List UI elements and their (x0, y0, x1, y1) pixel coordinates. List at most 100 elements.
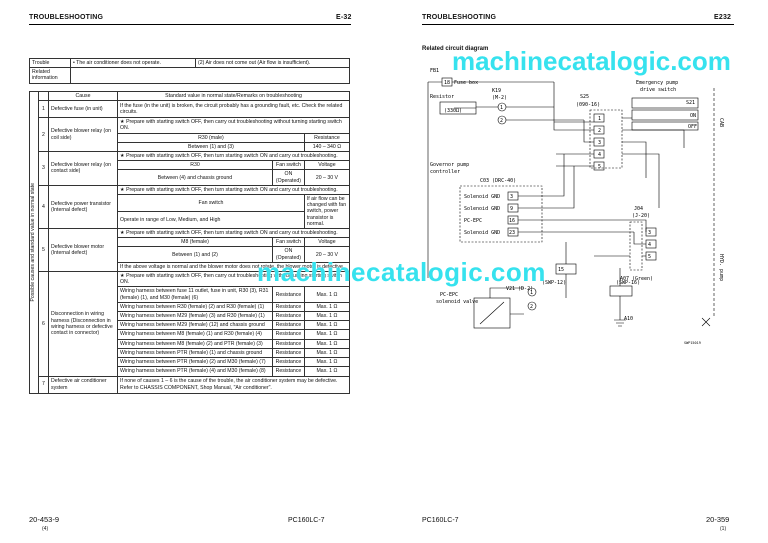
off-label: OFF (688, 124, 697, 130)
cause-no: 5 (38, 228, 49, 273)
cell: Max. 1 Ω (303, 366, 351, 377)
cause-remark: If none of causes 1 – 6 is the cause of … (117, 375, 350, 394)
s25-label: S25 (580, 94, 589, 100)
cause-remark: ★ Prepare with starting switch OFF, then… (117, 228, 350, 239)
fuse-box-label: Fuse box (454, 80, 478, 86)
pcepc-valve-label-2: solenoid valve (436, 299, 478, 305)
v21-label: V21 (D-2) (506, 286, 533, 292)
cell: Max. 1 Ω (303, 338, 351, 349)
cause-remark: ★ Prepare with starting switch OFF, then… (117, 184, 350, 196)
cell: 140 – 340 Ω (303, 141, 351, 153)
section-title: Related circuit diagram (422, 46, 489, 52)
cell: ON (Operated) (272, 169, 305, 186)
cell: Wiring harness between fuse 11 outlet, f… (117, 286, 273, 303)
emergency-label-2: drive switch (640, 87, 676, 93)
col-cause: Cause (48, 90, 118, 102)
resistor-value: (330Ω) (444, 108, 462, 114)
diagram-ref: SWP15019 (684, 341, 701, 345)
pin-label: 3 (598, 140, 601, 146)
cell: Resistance (272, 311, 305, 322)
right-page-number: 20-359 (706, 515, 730, 524)
a04-sub: (SWP-12) (542, 280, 566, 286)
k19-sub: (M-2) (492, 95, 507, 101)
pin-label: 2 (530, 304, 533, 310)
pin-label: 4 (648, 242, 651, 248)
cause-no: 1 (38, 100, 49, 119)
cell: Max. 1 Ω (303, 357, 351, 368)
cause-text: Defective power transistor (Internal def… (48, 184, 118, 230)
cell: Resistance (272, 329, 305, 340)
cell: Wiring harness between PTR (female) (4) … (117, 366, 273, 377)
cause-no: 6 (38, 271, 49, 377)
left-page: TROUBLESHOOTING E-32 Trouble • The air c… (29, 14, 351, 532)
cell: 20 – 30 V (303, 246, 351, 263)
right-model: PC160LC-7 (422, 517, 459, 524)
cell: R30 (male) (117, 132, 305, 143)
table-row: Wiring harness between PTR (female) (4) … (30, 366, 351, 377)
a07-sub: (SWP-16) (616, 280, 640, 286)
cause-remark: If the fuse (in the unit) is broken, the… (117, 100, 350, 119)
left-header-rule (29, 24, 351, 25)
side-label-cell: Possible causes and standard value in no… (29, 91, 39, 394)
green-label: (Green) (632, 276, 653, 282)
s21-label: S21 (686, 100, 695, 106)
cell: Max. 1 Ω (303, 301, 351, 313)
cell: Max. 1 Ω (303, 347, 351, 359)
hyd-label: HYD. pump (718, 254, 724, 281)
cell: Resistance (303, 132, 351, 143)
cab-label: CAB (718, 118, 724, 127)
c03-label: C03 (DRC-40) (480, 178, 516, 184)
cell: Wiring harness between M8 (female) (2) a… (117, 338, 273, 349)
cell: Wiring harness between M29 (female) (3) … (117, 311, 273, 322)
cause-text: Defective blower relay (on contact side) (48, 151, 118, 186)
cell: If air flow can be changed with fan swit… (303, 194, 351, 230)
cell: Fan switch (272, 160, 305, 171)
pin-label: 1 (598, 116, 601, 122)
resistor-label: Resistor (430, 94, 454, 100)
fb1-pin: 18 (444, 80, 450, 86)
left-header-title: TROUBLESHOOTING (29, 14, 104, 21)
trouble-table: Trouble • The air conditioner does not o… (29, 57, 350, 84)
cause-text: Defective air conditioner system (48, 375, 118, 394)
fb1-label: FB1 (430, 68, 439, 74)
governor-label: Governor pump (430, 162, 469, 168)
pin-label: 3 (510, 194, 513, 200)
sol-gnd-2: Solenoid GND (464, 206, 500, 212)
pin-label: 5 (648, 254, 651, 260)
cell: Resistance (272, 320, 305, 331)
cell: Voltage (303, 237, 351, 248)
trouble-bullet: • The air conditioner does not operate. (70, 57, 196, 69)
cell: Fan switch (117, 194, 305, 213)
cell: Operate in range of Low, Medium, and Hig… (117, 211, 305, 230)
cause-text: Disconnection in wiring harness (Disconn… (48, 271, 118, 377)
side-label: Possible causes and standard value in no… (30, 182, 36, 302)
right-header-rule (422, 24, 734, 25)
cause-no: 3 (38, 151, 49, 186)
pin-label: 5 (598, 164, 601, 170)
watermark: machinecatalogic.com (257, 257, 546, 287)
cell: Max. 1 Ω (303, 320, 351, 331)
cell: 20 – 30 V (303, 169, 351, 186)
cell: Wiring harness between PTR (female) (1) … (117, 347, 273, 359)
j04-label: J04 (634, 206, 643, 212)
cell: Resistance (272, 347, 305, 359)
cell: Wiring harness between M29 (female) (12)… (117, 320, 273, 331)
cell: Max. 1 Ω (303, 311, 351, 322)
pin-label: 9 (510, 206, 513, 212)
cause-remark: ★ Prepare with starting switch OFF, then… (117, 151, 350, 162)
table-row: Wiring harness between fuse 11 outlet, f… (30, 286, 351, 303)
cause-remark: ★ Prepare with starting switch OFF, then… (117, 117, 350, 134)
pin-label: 23 (509, 230, 515, 236)
cell: Wiring harness between R30 (female) (2) … (117, 301, 273, 313)
cause-no: 7 (38, 375, 49, 394)
right-header-title: TROUBLESHOOTING (422, 14, 497, 21)
left-model: PC160LC-7 (288, 517, 325, 524)
cell: Between (1) and (2) (117, 246, 273, 263)
related-value (70, 67, 350, 84)
cell: Resistance (272, 366, 305, 377)
pc-epc-label: PC-EPC (464, 218, 482, 224)
emergency-label: Emergency pump (636, 80, 678, 86)
cell: Resistance (272, 357, 305, 368)
right-page-sub: (1) (720, 526, 727, 532)
cause-text: Defective blower motor (Internal defect) (48, 228, 118, 273)
